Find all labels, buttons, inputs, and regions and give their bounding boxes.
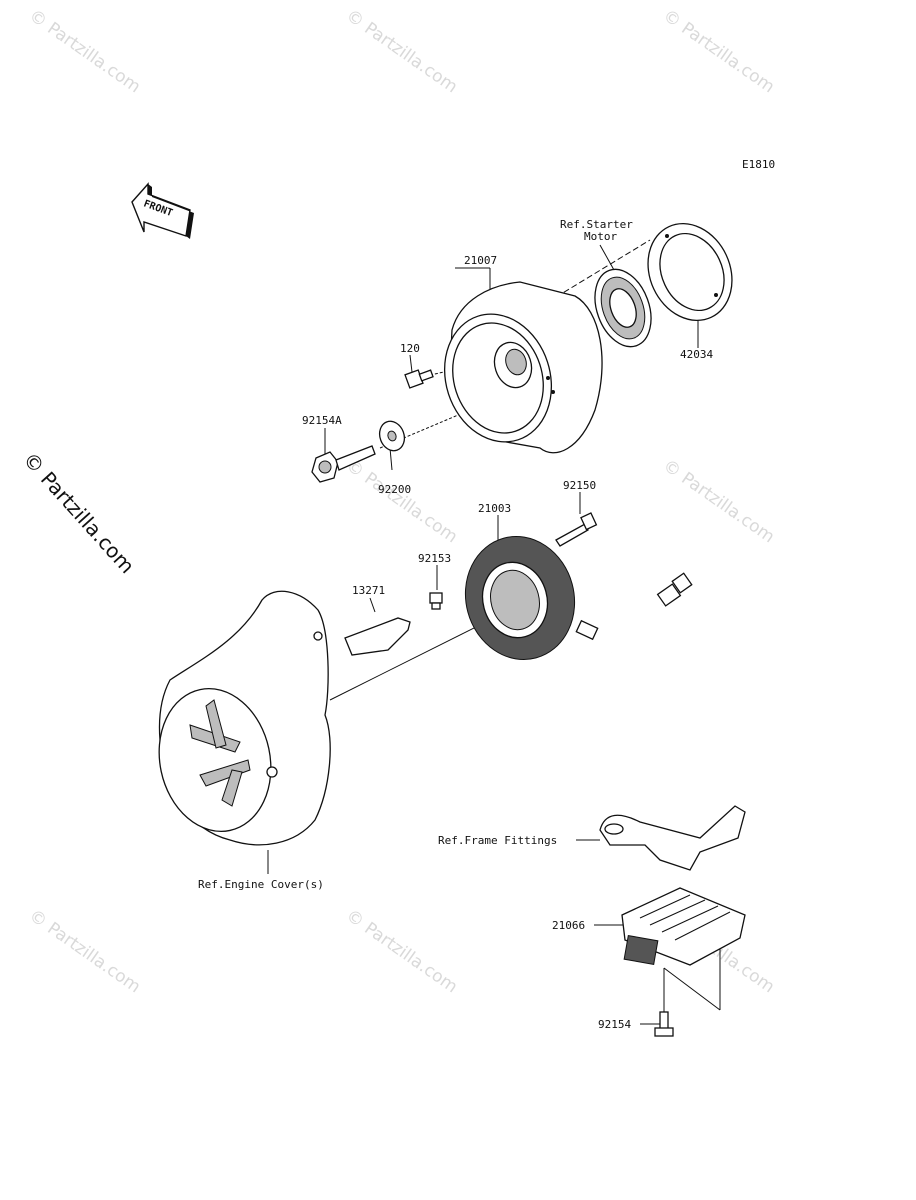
gear-ring [647, 222, 733, 322]
starter-clutch [594, 268, 652, 348]
plate-13271 [344, 617, 411, 656]
label-21007: 21007 [464, 254, 497, 267]
label-21066: 21066 [552, 919, 585, 932]
label-ref-starter-motor-1: Ref.Starter [560, 218, 633, 231]
label-21003: 21003 [478, 502, 511, 515]
watermark-2: © Partzilla.com [342, 6, 461, 98]
label-13271: 13271 [352, 584, 385, 597]
label-92154a: 92154A [302, 414, 342, 427]
bolt-92150 [555, 512, 598, 547]
label-92153: 92153 [418, 552, 451, 565]
watermark-3: © Partzilla.com [659, 6, 778, 98]
bolt-120 [404, 369, 434, 389]
watermark-5: © Partzilla.com [659, 456, 778, 548]
label-ref-starter-motor-2: Motor [584, 230, 617, 243]
label-92154: 92154 [598, 1018, 631, 1031]
front-arrow-icon: FRONT [131, 182, 194, 239]
frame-bracket [599, 805, 746, 871]
label-92150: 92150 [563, 479, 596, 492]
label-ref-frame-fittings: Ref.Frame Fittings [438, 834, 557, 847]
watermark-1: © Partzilla.com [25, 6, 144, 98]
bolt-92154a [311, 445, 376, 483]
bolt-92154 [654, 1011, 674, 1037]
bolt-92153 [429, 592, 443, 610]
watermark-6: © Partzilla.com [25, 906, 144, 998]
part-labels: Ref.Starter Motor 21007 42034 120 92154A… [198, 218, 713, 1031]
label-42034: 42034 [680, 348, 713, 361]
diagram-code: E1810 [742, 158, 775, 171]
label-ref-engine-cover: Ref.Engine Cover(s) [198, 878, 324, 891]
regulator [621, 887, 746, 966]
side-watermark: © Partzilla.com [18, 447, 139, 578]
label-120: 120 [400, 342, 420, 355]
washer-92200 [378, 420, 406, 452]
watermark-4: © Partzilla.com [342, 456, 461, 548]
flywheel-rotor [443, 281, 603, 454]
label-92200: 92200 [378, 483, 411, 496]
stator-harness [574, 572, 693, 653]
watermark-7: © Partzilla.com [342, 906, 461, 998]
engine-cover [158, 590, 331, 846]
stator [464, 536, 576, 660]
